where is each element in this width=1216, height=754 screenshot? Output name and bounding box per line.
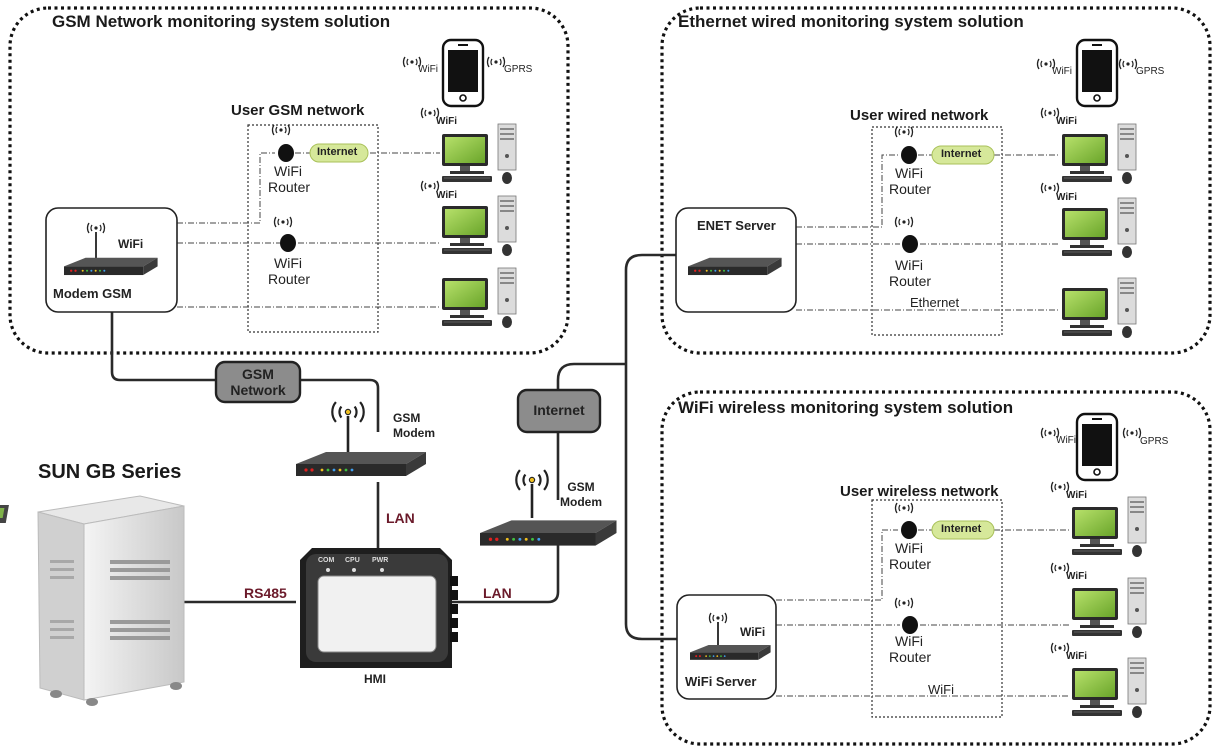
wifi-signal-icon [894,502,914,514]
gsm-internet-label: Internet [317,146,358,158]
desktop-pc-icon [1061,123,1137,185]
desktop-pc-icon [1071,496,1147,558]
pc-wifi-caption: WiFi [1056,116,1078,127]
gsm-panel-title: GSM Network monitoring system solution [52,12,391,31]
wifi-signal-icon [1118,58,1138,70]
pc-wifi-caption: WiFi [1066,651,1088,662]
modem-gsm-label: Modem GSM [53,286,132,301]
enet-server-label: ENET Server [697,218,776,233]
wifi-signal-icon [894,126,914,138]
wifi-server-label: WiFi Server [685,674,757,689]
wifi-signal-icon [1122,427,1142,439]
phone-wifi-caption: WiFi [1052,66,1072,77]
wifi-server-wifi-caption: WiFi [740,625,766,639]
wifi-signal-icon [271,124,291,136]
wireless-network-label: User wireless network [840,483,999,500]
eth-router-top-icon [901,146,917,164]
gsm-network-box [247,124,379,333]
ethernet-links [796,154,1060,311]
smartphone-icon [1075,38,1119,108]
desktop-pc-icon [1071,577,1147,639]
phone-gprs-caption: GPRS [1140,436,1169,447]
pc-wifi-caption: WiFi [1066,571,1088,582]
gsm-router-top-icon [278,144,294,162]
lan-upper-label: LAN [386,510,415,526]
desktop-pc-icon [1071,657,1147,719]
eth-router-bottom-icon [902,235,918,253]
wifi-panel-border [660,390,1212,746]
wired-network-label: User wired network [850,107,989,124]
pc-wifi-caption: WiFi [1056,192,1078,203]
ethernet-panel-border [660,6,1212,355]
desktop-pc-icon [441,123,517,185]
ethernet-panel-title: Ethernet wired monitoring system solutio… [678,12,1024,31]
desktop-pc-icon [441,267,517,329]
ethernet-link-label: Ethernet [910,295,960,310]
hmi-device-icon [300,548,458,668]
wireless-network-box [871,499,1003,718]
wifi-signal-icon [486,56,506,68]
center-gsm-modem-lower [480,469,617,546]
wifi-link-label: WiFi [928,682,954,697]
wifi-signal-icon [894,597,914,609]
internet-cloud-shape [516,388,602,434]
phone-wifi-caption: WiFi [1056,435,1076,446]
pc-wifi-caption: WiFi [1066,490,1088,501]
wifi-signal-icon [894,216,914,228]
hmi-led-com: COM [318,557,335,564]
phone-gprs-caption: GPRS [504,64,533,75]
smartphone-icon [1075,412,1119,482]
hmi-led-pwr: PWR [372,557,389,564]
eth-internet-pill-shape [931,145,995,165]
gsm-internet-pill-shape [309,143,369,163]
product-name: SUN GB Series [38,461,182,483]
eth-internet-label: Internet [941,148,982,160]
internet-cloud-label: Internet [533,402,585,418]
phone-wifi-caption: WiFi [418,64,438,75]
rs485-label: RS485 [244,585,287,601]
desktop-pc-icon [1061,197,1137,259]
hmi-label: HMI [364,672,386,686]
gsm-network-label: User GSM network [231,102,365,119]
gsm-network-cloud-shape [214,360,302,404]
wifi-router-bottom-icon [902,616,918,634]
wifi-router-top-icon [901,521,917,539]
desktop-pc-icon [1061,277,1137,339]
wifi-internet-label: Internet [941,523,982,535]
gsm-links [177,152,440,308]
smartphone-icon [441,38,485,108]
pc-wifi-caption: WiFi [436,190,458,201]
modem-wifi-caption: WiFi [118,237,144,251]
sun-gb-cabinet-icon [0,495,185,706]
wifi-panel-title: WiFi wireless monitoring system solution [678,398,1014,417]
wired-network-box [871,126,1003,336]
wifi-signal-icon [273,216,293,228]
hmi-led-cpu: CPU [345,557,360,564]
pc-wifi-caption: WiFi [436,116,458,127]
gsm-panel-border [8,6,570,355]
gsm-router-bottom-icon [280,234,296,252]
wifi-internet-pill-shape [931,520,995,540]
lan-lower-label: LAN [483,585,512,601]
backbone-cables [110,253,677,641]
phone-gprs-caption: GPRS [1136,66,1165,77]
wifi-links [776,529,1070,697]
center-gsm-modem-upper [296,401,426,476]
desktop-pc-icon [441,195,517,257]
